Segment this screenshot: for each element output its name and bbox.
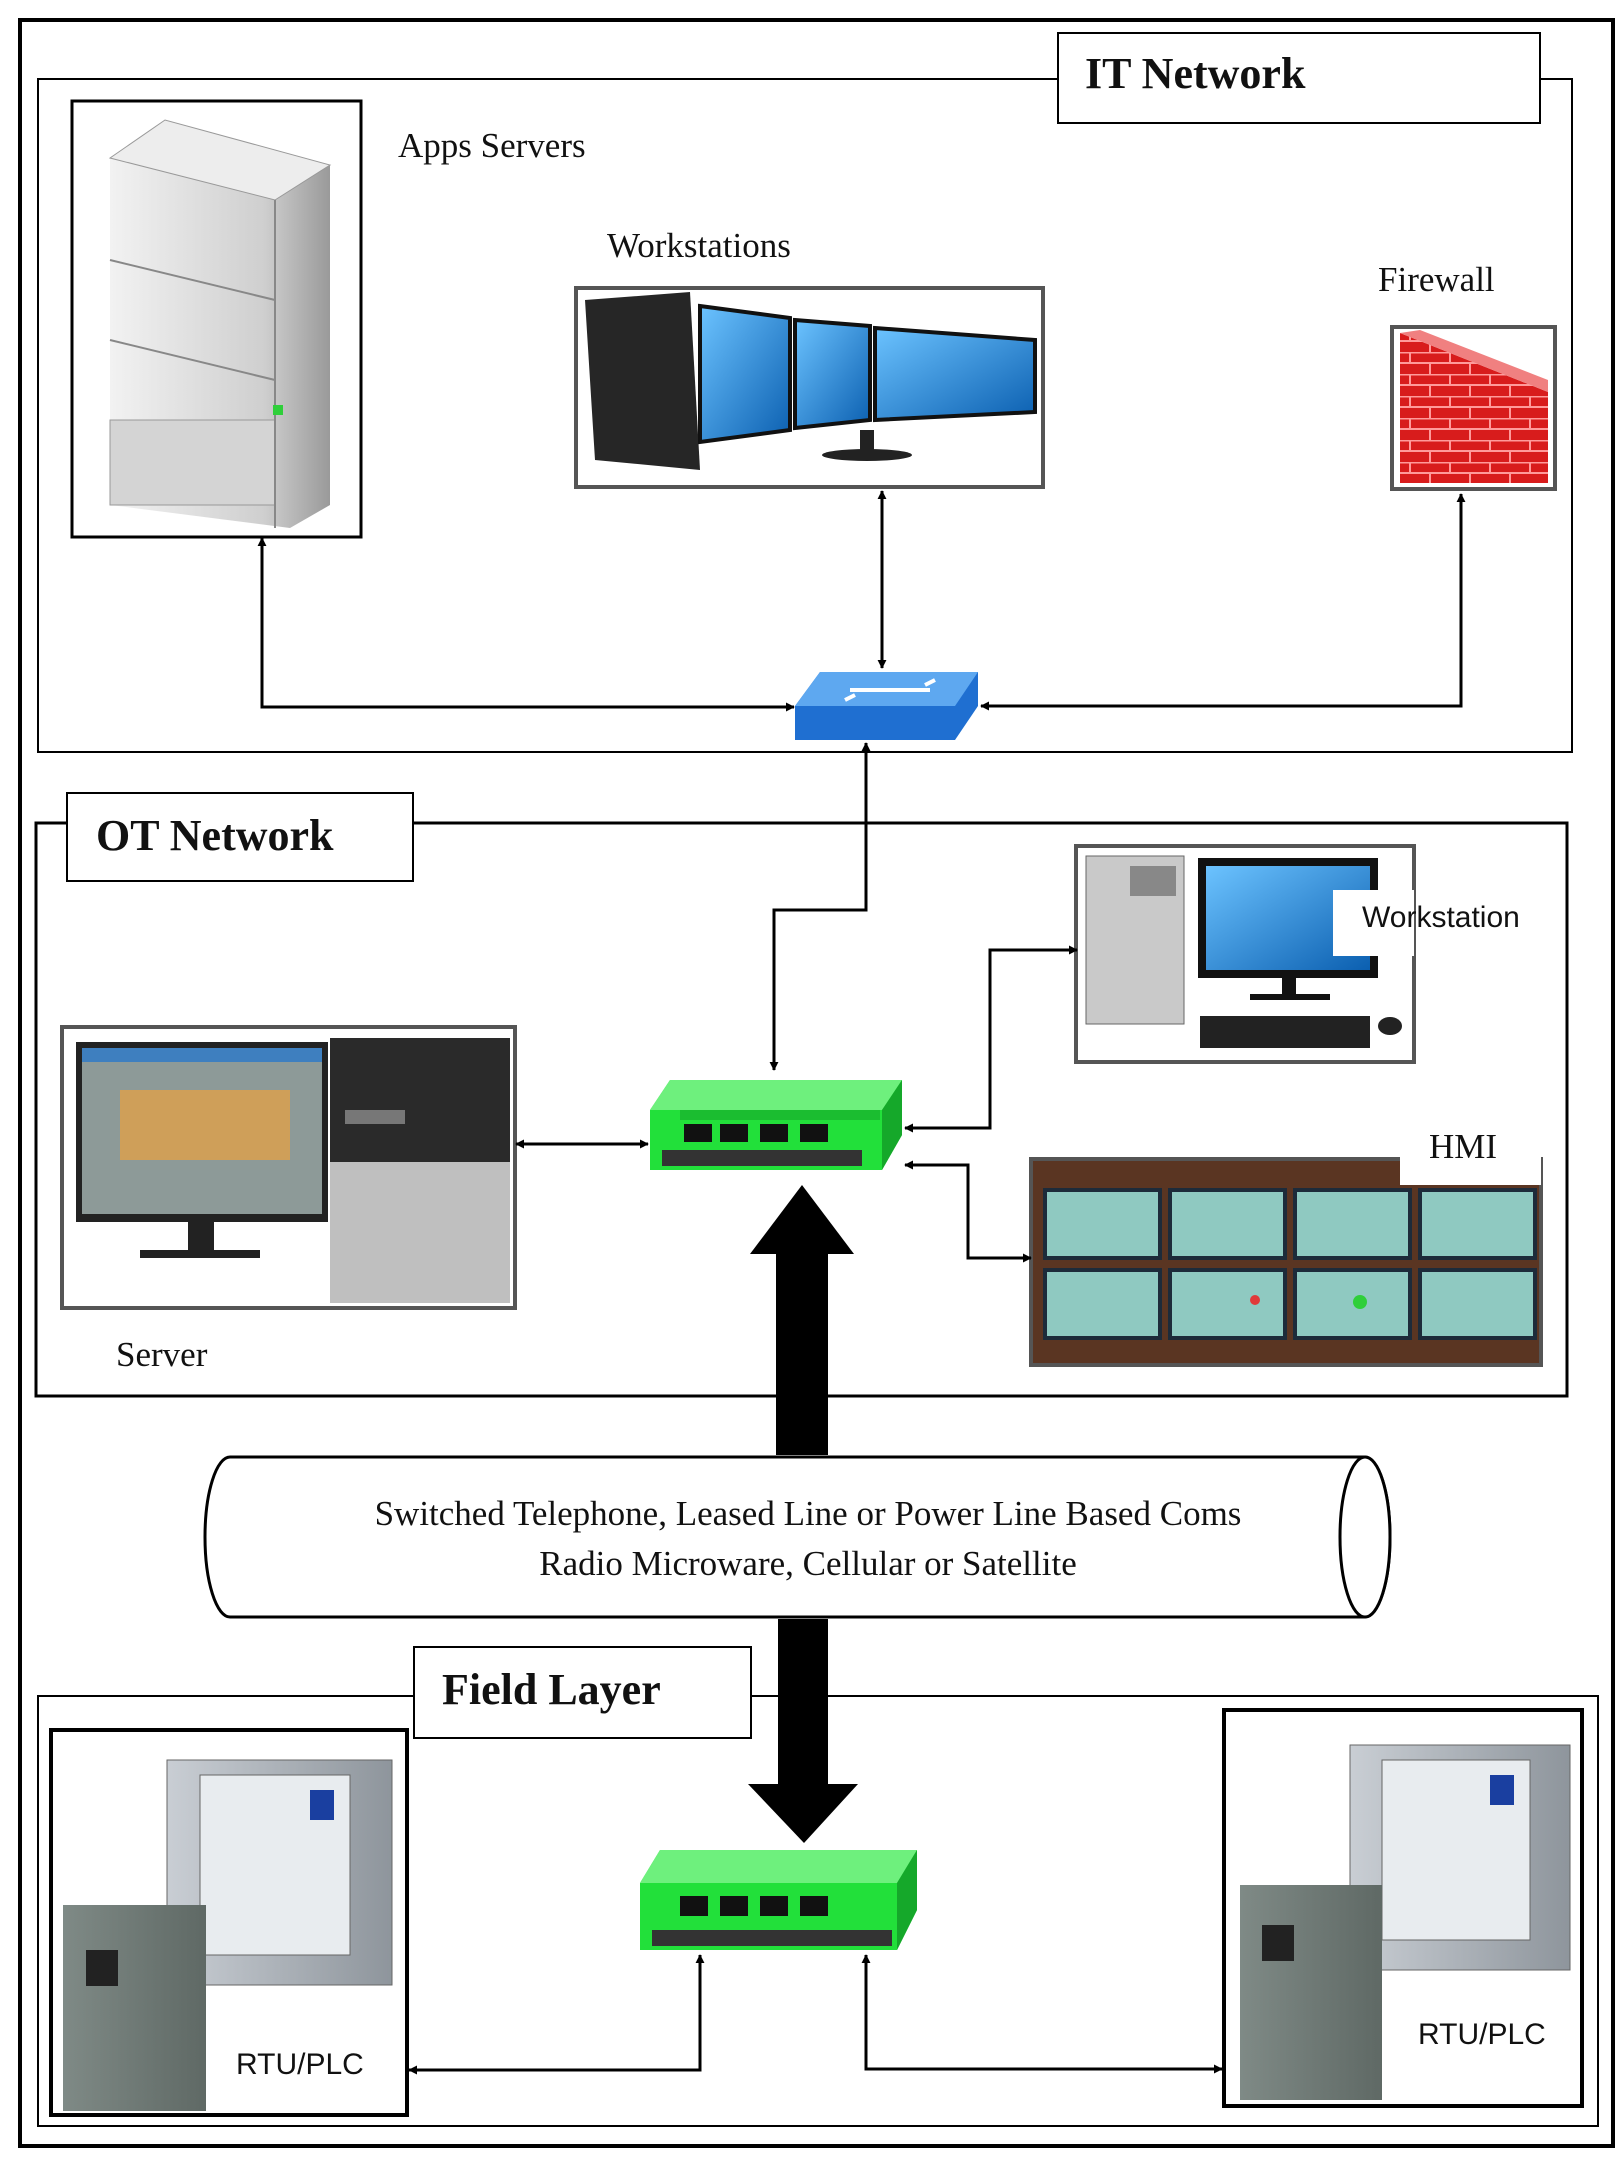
comms-line-1: Switched Telephone, Leased Line or Power… — [374, 1494, 1242, 1533]
server-computer-icon — [60, 1025, 517, 1310]
arrow-ot-switch-to-it-switch — [769, 742, 871, 1071]
ot-network-title: OT Network — [96, 811, 334, 860]
comms-line-2: Radio Microware, Cellular or Satellite — [539, 1544, 1077, 1583]
arrow-field-switch-to-left-rtu — [408, 1954, 705, 2075]
apps-servers-label: Apps Servers — [398, 126, 586, 165]
hmi-screens-icon — [1029, 1141, 1543, 1367]
arrow-switch-to-firewall — [980, 493, 1466, 711]
arrow-ot-switch-to-workstation — [904, 945, 1078, 1133]
ot-workstation-label: Workstation — [1362, 901, 1520, 934]
arrow-switch-to-apps-servers — [257, 537, 795, 712]
industrial-switch-icon-field — [640, 1850, 917, 1950]
server-label: Server — [116, 1335, 208, 1374]
arrow-ot-switch-to-hmi — [904, 1160, 1032, 1263]
hmi-label: HMI — [1429, 1127, 1498, 1166]
desktop-computer-icon — [1074, 844, 1416, 1064]
rtu-right-label: RTU/PLC — [1418, 2018, 1546, 2051]
control-cabinet-icon-right — [1222, 1708, 1584, 2108]
arrow-field-switch-to-right-rtu — [861, 1954, 1223, 2074]
outer-frame — [18, 18, 1615, 2148]
it-network-title: IT Network — [1085, 49, 1306, 98]
workstation-monitors-icon — [574, 286, 1045, 489]
workstations-label: Workstations — [607, 226, 791, 265]
thick-arrow-comms-to-ot — [750, 1185, 854, 1455]
field-layer-title: Field Layer — [442, 1665, 661, 1714]
firewall-label: Firewall — [1378, 260, 1495, 299]
comms-cylinder — [203, 1455, 1392, 1619]
field-layer-box — [37, 1695, 1599, 2127]
server-rack-icon — [70, 99, 363, 539]
field-layer-title-box — [413, 1646, 752, 1739]
it-network-title-box — [1057, 32, 1541, 124]
industrial-switch-icon — [650, 1080, 902, 1170]
firewall-icon — [1390, 325, 1557, 491]
rtu-left-label: RTU/PLC — [236, 2048, 364, 2081]
network-switch-icon — [795, 672, 978, 740]
control-cabinet-icon — [49, 1728, 409, 2117]
ot-network-title-box — [66, 792, 414, 882]
thick-arrow-comms-to-field — [748, 1619, 858, 1843]
